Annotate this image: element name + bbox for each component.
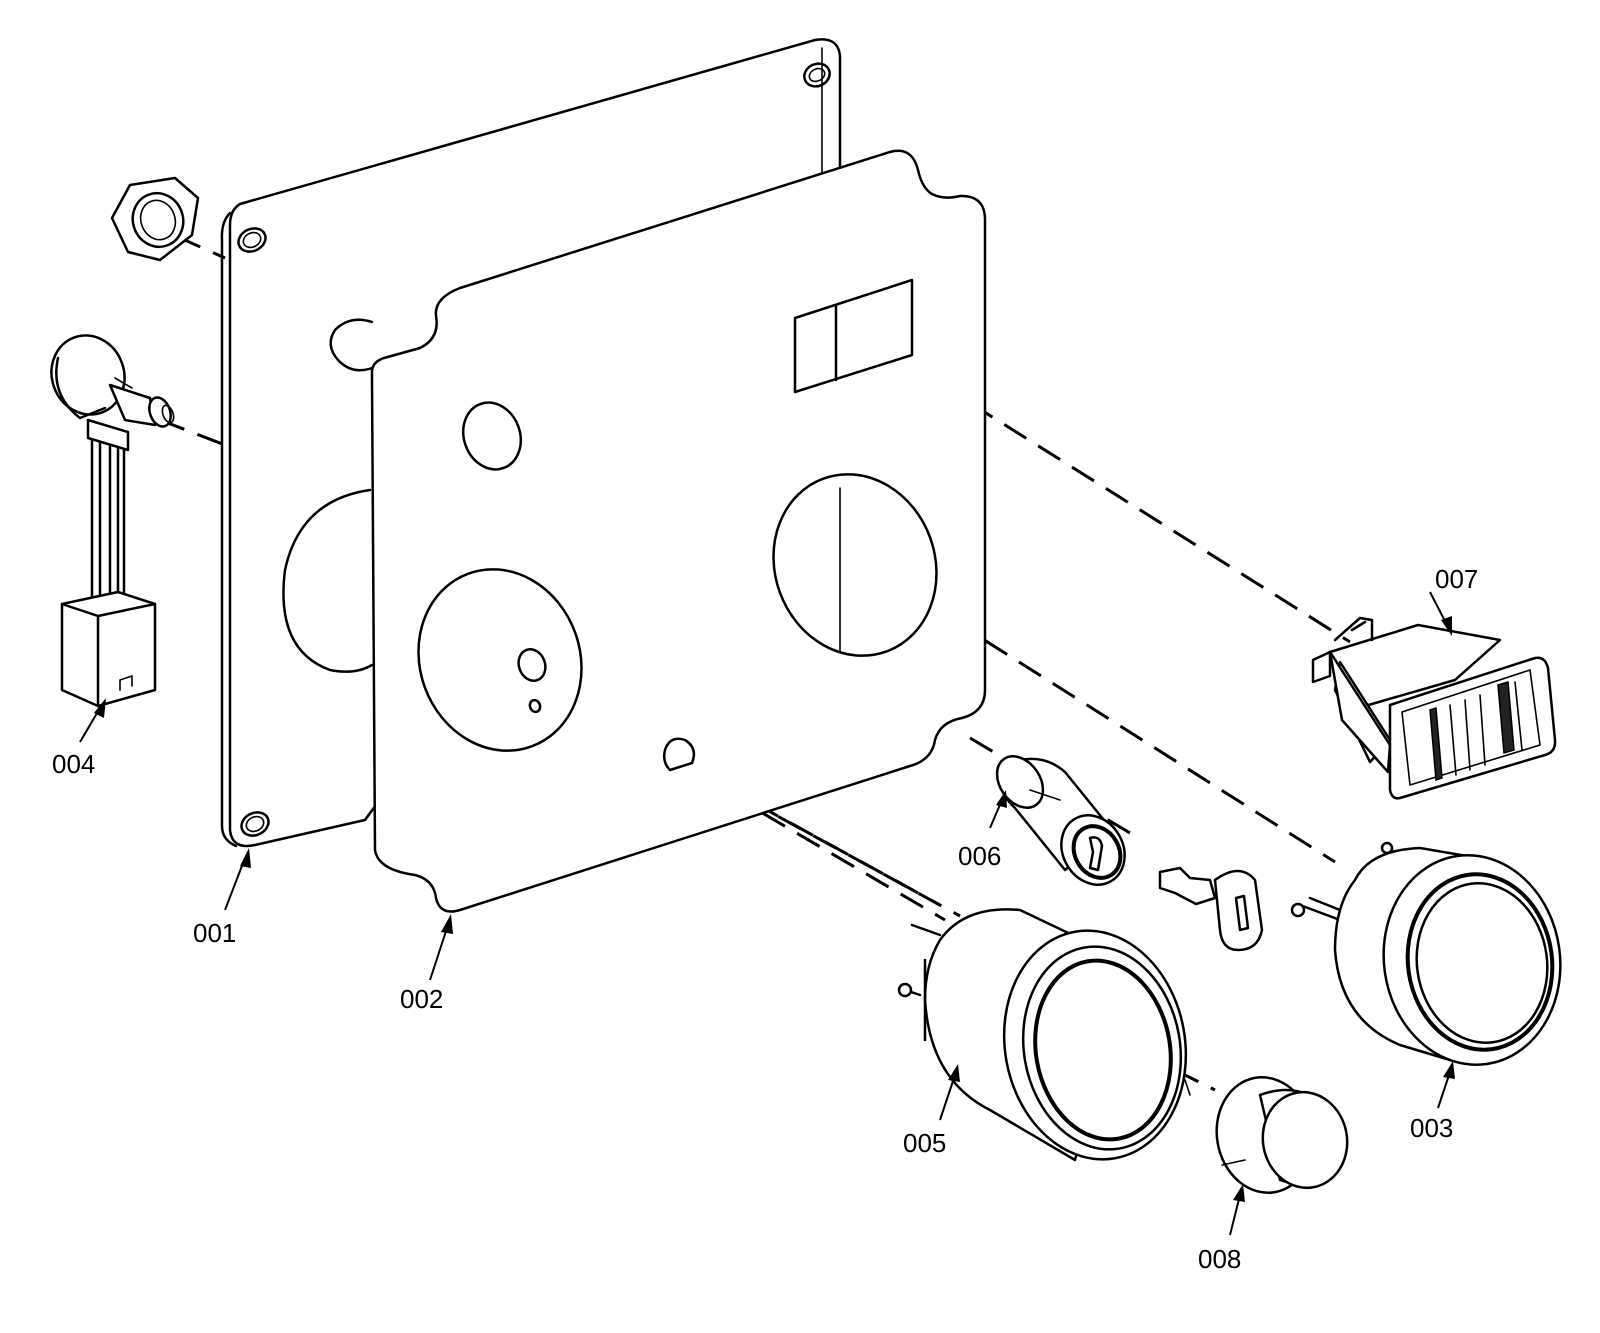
label-008: 008 xyxy=(1198,1244,1241,1274)
part-002-front-plate xyxy=(370,149,987,913)
key xyxy=(1158,866,1264,952)
part-008-push-button xyxy=(1215,1076,1349,1194)
label-007: 007 xyxy=(1435,564,1478,594)
label-005: 005 xyxy=(903,1128,946,1158)
hex-nut xyxy=(110,176,200,262)
part-005-gauge xyxy=(897,908,1191,1162)
label-002: 002 xyxy=(400,984,443,1014)
callout-leaders xyxy=(79,591,1455,1236)
label-004: 004 xyxy=(52,749,95,779)
part-007-rocker-switch xyxy=(1311,616,1557,800)
label-001: 001 xyxy=(193,918,236,948)
part-006-key-lock xyxy=(995,755,1264,952)
label-006: 006 xyxy=(958,841,1001,871)
part-003-gauge xyxy=(1290,841,1562,1066)
part-004-potentiometer xyxy=(50,176,200,708)
label-003: 003 xyxy=(1410,1113,1453,1143)
part-labels: 001 002 003 004 005 006 007 008 xyxy=(52,564,1478,1274)
